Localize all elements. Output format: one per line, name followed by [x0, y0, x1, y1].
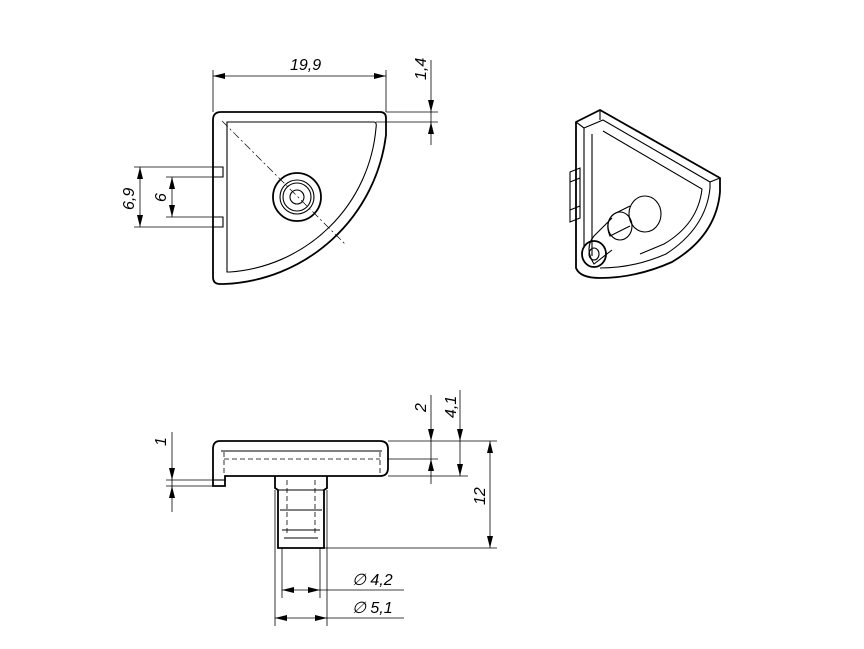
dim-dia-4-2-arrow-left [282, 587, 294, 593]
dim-19-9-arrow-right [374, 73, 386, 79]
front-notch-bottom [213, 216, 224, 228]
stud-ring-circle [282, 182, 312, 212]
front-diagonal-centerline [221, 120, 346, 245]
iso-top-edge [575, 110, 721, 183]
dim-4-1-label: 4,1 [443, 396, 460, 418]
dim-dia-5-1-label: ∅ 5,1 [352, 600, 393, 617]
dim-4-1-arrow-top [457, 429, 463, 441]
dim-1-4-arrow-top [428, 100, 434, 112]
dim-1-arrow-bottom [169, 486, 175, 498]
side-view: 1 2 4,1 12 ∅ 4,2 ∅ 5,1 [153, 390, 497, 626]
iso-outer-frame [575, 108, 721, 279]
side-stud-outline [274, 476, 328, 549]
dim-dia-4-2-label: ∅ 4,2 [352, 572, 393, 589]
front-notch-top [213, 166, 224, 178]
iso-stud-upper [607, 205, 631, 237]
dim-1-arrow-top [169, 468, 175, 480]
dim-2-label: 2 [413, 403, 430, 413]
dim-6-9-arrow-top [137, 167, 143, 179]
iso-side-tab [569, 167, 581, 223]
iso-stud-base [628, 195, 662, 233]
dim-1-label: 1 [153, 437, 170, 446]
stud-outer-circle [272, 172, 322, 222]
front-view: 19,9 1,4 6,9 6 [121, 57, 438, 285]
dim-dia-5-1-arrow-right [315, 615, 327, 621]
stud-hole-circle [289, 189, 305, 205]
dim-12-arrow-bottom [487, 536, 493, 548]
dim-19-9-arrow-left [213, 73, 225, 79]
dim-12-arrow-top [487, 441, 493, 453]
front-outer-outline [212, 111, 387, 285]
dim-2-arrow-bottom [428, 459, 434, 471]
iso-rim-inner [583, 119, 711, 269]
dim-1-4-label: 1,4 [413, 58, 430, 80]
iso-stud-lower [588, 217, 613, 265]
stud-mid-circle [279, 179, 315, 215]
isometric-view [569, 108, 721, 279]
dim-dia-5-1-arrow-left [275, 615, 287, 621]
iso-stud-tip [581, 240, 607, 268]
side-top-plate [212, 440, 389, 487]
iso-stud-mid-ring [607, 211, 633, 241]
dim-4-1-arrow-bottom [457, 464, 463, 476]
dim-1-4-arrow-bottom [428, 122, 434, 134]
dim-6-arrow-top [169, 177, 175, 189]
dim-19-9-label: 19,9 [290, 57, 321, 74]
iso-inner-wall [602, 130, 703, 255]
iso-rim-back [583, 128, 593, 256]
iso-stud-hole [588, 247, 600, 261]
dim-6-arrow-bottom [169, 205, 175, 217]
dim-6-9-label: 6,9 [121, 188, 138, 210]
dim-dia-4-2-arrow-right [308, 587, 320, 593]
dim-6-9-arrow-bottom [137, 215, 143, 227]
dim-6-label: 6 [153, 193, 170, 202]
front-inner-outline [226, 121, 377, 273]
dim-2-arrow-top [428, 429, 434, 441]
dim-12-label: 12 [472, 487, 489, 505]
